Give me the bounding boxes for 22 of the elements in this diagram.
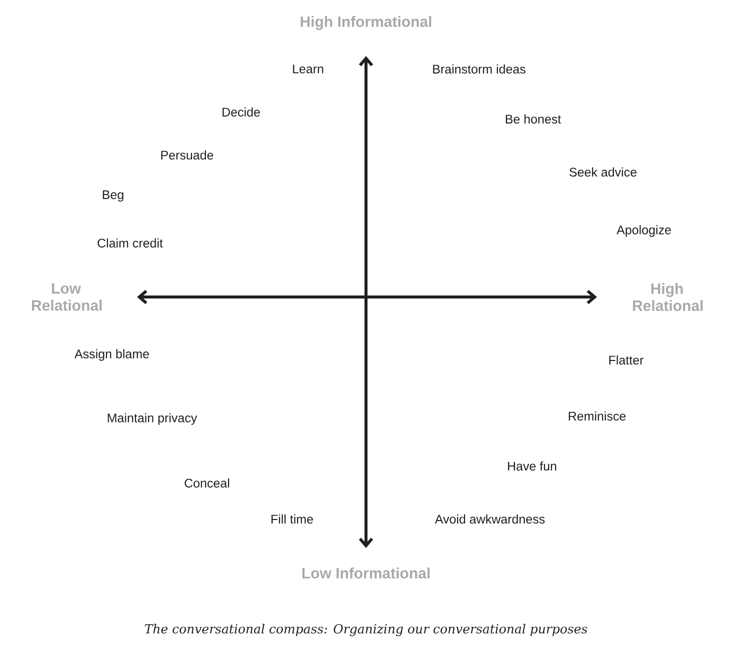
purpose-label: Claim credit: [98, 238, 163, 248]
purpose-label: Persuade: [161, 150, 214, 160]
purpose-label: Conceal: [184, 478, 230, 488]
purpose-label: Have fun: [508, 461, 556, 471]
purpose-label: Learn: [293, 64, 324, 74]
purpose-label: Brainstorm ideas: [433, 64, 526, 74]
purpose-label: Fill time: [272, 514, 313, 524]
axis-label: Low Relational: [32, 283, 102, 311]
axis-label: Low Informational: [302, 567, 430, 578]
axis-label: High Relational: [633, 282, 703, 311]
purpose-label: Beg: [102, 190, 124, 202]
purpose-label: Decide: [222, 107, 260, 117]
purpose-label: Assign blame: [74, 349, 149, 361]
caption: The conversational compass: Organizing our conversational purposes: [144, 624, 588, 636]
purpose-label: Seek advice: [570, 167, 636, 177]
axis-label: High Informational: [300, 16, 432, 30]
purpose-label: Avoid awkwardness: [434, 514, 545, 524]
purpose-label: Flatter: [609, 355, 644, 365]
purpose-label: Apologize: [616, 225, 671, 237]
purpose-label: Maintain privacy: [108, 413, 198, 425]
purpose-label: Be honest: [506, 114, 562, 124]
purpose-label: Reminisce: [568, 411, 626, 421]
